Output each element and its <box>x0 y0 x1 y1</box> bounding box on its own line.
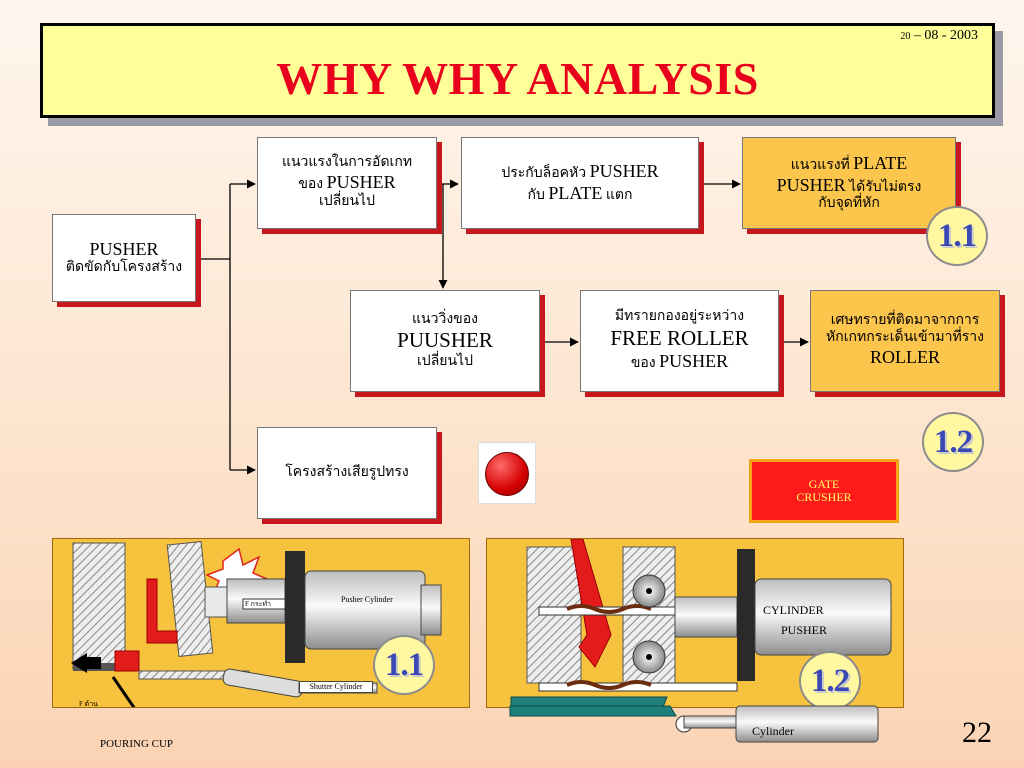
picture-cylinder-pusher: CYLINDER PUSHER 1.2 <box>486 538 904 708</box>
title-banner: WHY WHY ANALYSIS 20 – 08 - 2003 <box>40 23 995 118</box>
box-pusher-line1: PUSHER <box>89 238 159 259</box>
gate-crusher-box: GATE CRUSHER <box>749 459 899 523</box>
box-lock-line1-pre: ประกับล็อคหัว <box>501 166 590 182</box>
box-structure-line1: โครงสร้างเสียรูปทรง <box>285 464 409 480</box>
box-plate-line1-pre: แนวแรงที่ <box>790 157 854 173</box>
red-circle-marker <box>485 452 529 496</box>
box-plate-line2-post: ได้รับไม่ตรง <box>845 179 922 195</box>
pusher-assembly-drawing <box>71 540 442 707</box>
page-number: 22 <box>962 716 992 749</box>
box-plate-line1-bold: PLATE <box>853 152 908 173</box>
label-f-resist: F ต้าน <box>79 700 98 708</box>
pusher-plate <box>737 549 755 681</box>
cylinder-pusher-drawing <box>510 539 892 707</box>
label-pusher-cylinder: Pusher Cylinder <box>341 595 393 604</box>
box-plate-line2-bold: PUSHER <box>776 174 846 195</box>
broken-gate <box>570 539 612 668</box>
label-f-push: F กระทำ <box>245 600 271 608</box>
box-lock-line2-pre: กับ <box>527 188 549 203</box>
box-debris-line1: เศษทรายที่ติดมาจากการ <box>830 313 980 329</box>
picture-pusher-assembly: Pusher Cylinder Shutter Cylinder F กระทำ… <box>52 538 470 708</box>
label-cylinder: CYLINDER <box>763 603 824 617</box>
gate-crusher-line1: GATE <box>808 476 840 491</box>
picture1-badge: 1.1 <box>373 635 435 695</box>
page-title: WHY WHY ANALYSIS <box>276 53 759 104</box>
box-sand-line1: มีทรายกองอยู่ระหว่าง <box>614 309 745 325</box>
box-pusher-stuck: PUSHER ติดขัดกับโครงสร้าง <box>52 214 196 302</box>
label-lower-cylinder: Cylinder <box>752 724 794 738</box>
box-structure-deformed: โครงสร้างเสียรูปทรง <box>257 427 437 519</box>
box-lock-line2-post: แตก <box>602 188 633 203</box>
box-direction-line3: เปลี่ยนไป <box>417 353 473 369</box>
box-sand-roller: มีทรายกองอยู่ระหว่าง FREE ROLLER ของ PUS… <box>580 290 779 392</box>
box-force-line2-bold: PUSHER <box>326 172 396 193</box>
box-sand-line2: FREE ROLLER <box>610 325 749 350</box>
box-plate-line3: กับจุดที่หัก <box>818 196 880 212</box>
box-force-line2-pre: ของ <box>298 177 327 193</box>
pusher-plate <box>285 551 305 663</box>
gate-crusher-line2: CRUSHER <box>796 490 852 504</box>
gate-lever <box>146 578 178 644</box>
box-lock-line1-bold: PUSHER <box>589 161 659 182</box>
box-sand-debris: เศษทรายที่ติดมาจากการ หักเกทกระเด็นเข้าม… <box>810 290 1000 392</box>
badge-1-1: 1.1 <box>926 206 988 266</box>
box-lock-broken: ประกับล็อคหัว PUSHER กับ PLATE แตก <box>461 137 699 229</box>
box-force-changed: แนวแรงในการอัดเกท ของ PUSHER เปลี่ยนไป <box>257 137 437 229</box>
box-force-line3: เปลี่ยนไป <box>319 193 375 209</box>
picture2-badge: 1.2 <box>799 651 861 707</box>
label-pouring-cup: POURING CUP <box>100 738 174 750</box>
sand-debris <box>566 604 652 614</box>
box-sand-line3-bold: PUSHER <box>659 351 729 372</box>
wall-left <box>72 542 126 670</box>
box-direction-changed: แนววิ่งของ PUUSHER เปลี่ยนไป <box>350 290 540 392</box>
date-day: 20 <box>900 31 911 42</box>
box-direction-line1: แนววิ่งของ <box>412 311 478 327</box>
box-plate-force: แนวแรงที่ PLATE PUSHER ได้รับไม่ตรง กับจ… <box>742 137 956 229</box>
label-shutter-cylinder: Shutter Cylinder <box>299 681 373 693</box>
lower-cylinder-drawing <box>509 705 879 743</box>
lower-cylinder <box>735 705 879 743</box>
badge-1-2: 1.2 <box>922 412 984 472</box>
box-force-line1: แนวแรงในการอัดเกท <box>281 155 413 171</box>
box-debris-line3: ROLLER <box>870 347 940 367</box>
box-debris-line2: หักเกทกระเด็นเข้ามาที่ราง <box>826 330 984 346</box>
date-rest: – 08 - 2003 <box>910 28 978 43</box>
box-direction-line2: PUUSHER <box>397 328 493 353</box>
label-pusher: PUSHER <box>781 623 828 637</box>
box-sand-line3-pre: ของ <box>630 356 660 372</box>
title-date: 20 – 08 - 2003 <box>900 28 978 44</box>
direction-arrow <box>71 653 101 673</box>
box-lock-line2-bold: PLATE <box>548 183 603 203</box>
box-pusher-line2: ติดขัดกับโครงสร้าง <box>65 260 183 276</box>
